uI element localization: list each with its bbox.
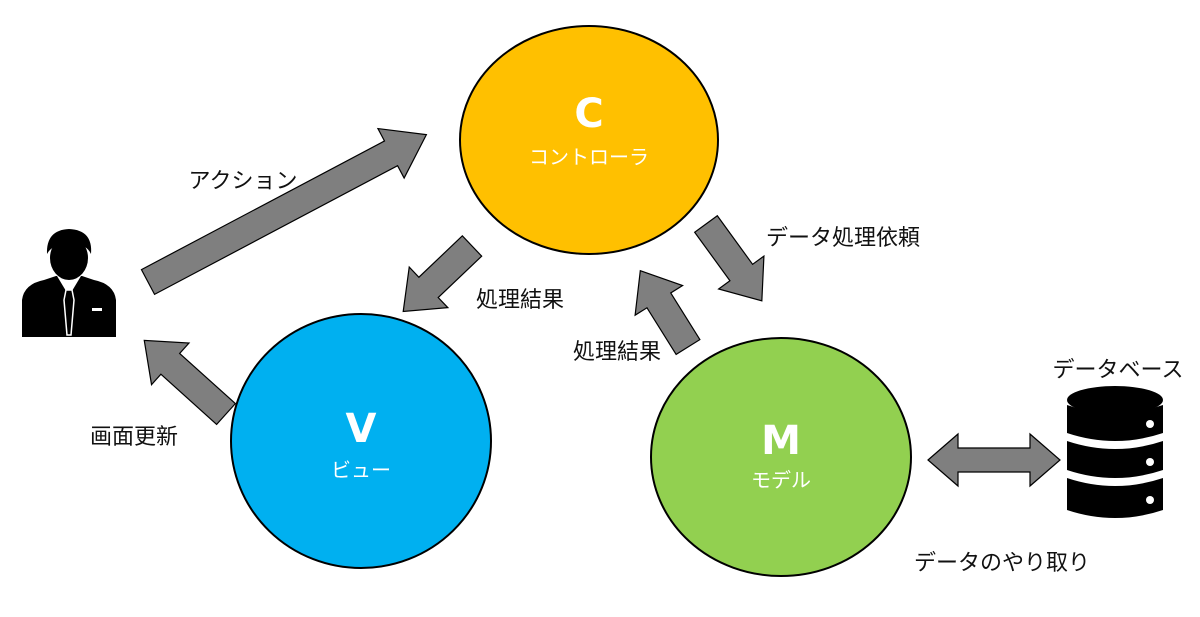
model-letter: M	[761, 418, 801, 464]
label-model-result: 処理結果	[573, 340, 661, 365]
arrow-controller-to-view	[402, 235, 483, 313]
label-data-request: データ処理依頼	[766, 226, 920, 251]
user-icon	[22, 229, 116, 337]
view-label: ビュー	[331, 458, 391, 482]
label-view-result: 処理結果	[476, 288, 564, 313]
arrow-data-request	[693, 214, 765, 302]
model-label: モデル	[751, 468, 811, 492]
view-circle	[230, 313, 492, 569]
controller-label: コントローラ	[529, 145, 649, 169]
view-letter: V	[346, 406, 377, 452]
arrow-data-exchange	[927, 432, 1061, 488]
database-icon	[1067, 386, 1163, 518]
label-database: データベース	[1053, 358, 1184, 383]
label-screen-update: 画面更新	[90, 425, 178, 450]
arrow-model-to-controller	[634, 269, 701, 356]
label-action: アクション	[189, 169, 298, 194]
model-node: M モデル	[650, 337, 912, 577]
model-circle	[650, 337, 912, 577]
controller-letter: C	[574, 91, 603, 137]
controller-node: C コントローラ	[459, 25, 719, 255]
controller-circle	[459, 25, 719, 255]
view-node: V ビュー	[230, 313, 492, 569]
arrow-screen-update	[143, 339, 237, 426]
label-data-exchange: データのやり取り	[914, 551, 1090, 576]
arrow-action	[140, 127, 428, 296]
